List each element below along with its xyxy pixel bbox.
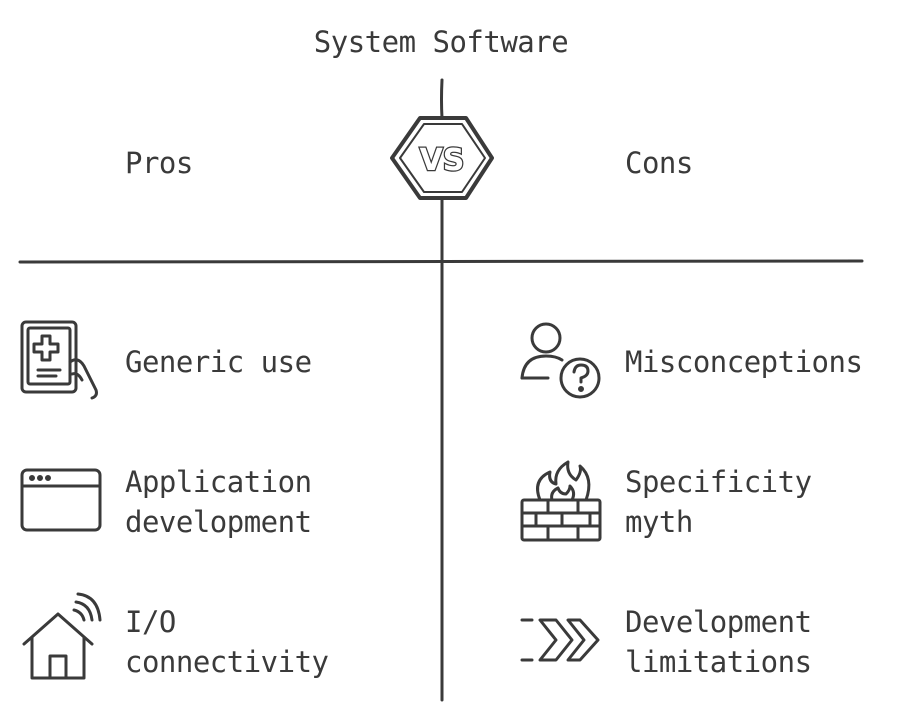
cons-item-line: myth xyxy=(625,505,693,539)
browser-window-icon xyxy=(20,468,102,532)
diagram-title: System Software xyxy=(313,25,569,59)
cons-item-line: Development xyxy=(625,605,812,639)
cons-item-line: Misconceptions xyxy=(625,345,863,379)
pros-item-line: Generic use xyxy=(125,345,312,379)
cons-item-development-limitations: Development limitations xyxy=(625,602,812,682)
vertical-divider-top xyxy=(440,78,444,120)
vs-badge: VS xyxy=(390,116,494,200)
cons-heading: Cons xyxy=(625,146,693,180)
cons-item-line: Specificity xyxy=(625,465,812,499)
pros-item-line: development xyxy=(125,505,312,539)
tablet-medical-icon xyxy=(20,320,98,400)
firewall-icon xyxy=(520,460,602,542)
pros-item-line: I/O xyxy=(125,605,176,639)
cons-item-specificity-myth: Specificity myth xyxy=(625,462,812,542)
pros-item-application-development: Application development xyxy=(125,462,312,542)
vertical-divider-bottom xyxy=(440,196,444,702)
user-question-icon xyxy=(520,322,601,399)
pros-item-line: Application xyxy=(125,465,312,499)
cons-item-line: limitations xyxy=(625,645,812,679)
pros-item-line: connectivity xyxy=(125,645,329,679)
pros-heading: Pros xyxy=(125,146,193,180)
cons-item-misconceptions: Misconceptions xyxy=(625,342,863,382)
vs-text: VS xyxy=(420,143,465,178)
pros-item-generic-use: Generic use xyxy=(125,342,312,382)
smart-home-icon xyxy=(22,592,102,680)
fast-forward-chevrons-icon xyxy=(520,618,600,662)
horizontal-divider xyxy=(18,259,864,264)
pros-item-io-connectivity: I/O connectivity xyxy=(125,602,329,682)
